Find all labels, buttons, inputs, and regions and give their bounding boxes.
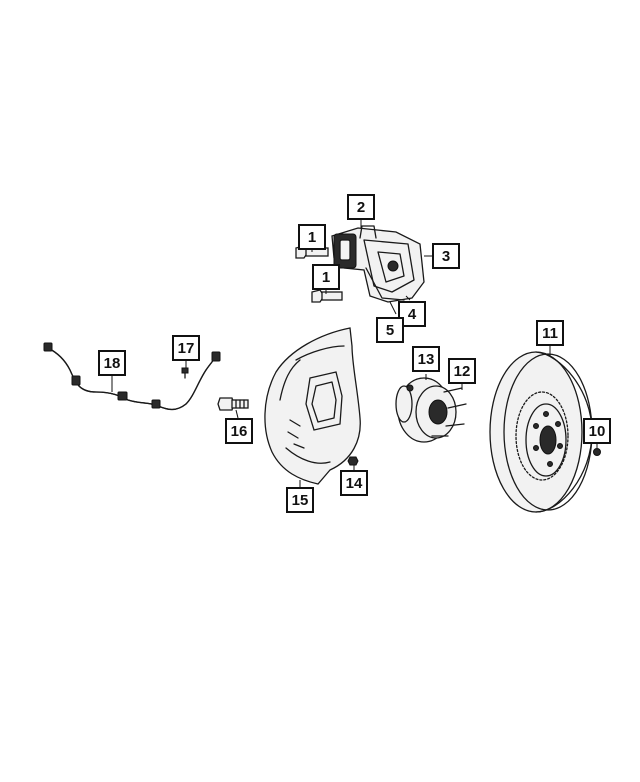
wheel-studs — [431, 387, 467, 437]
callout-14[interactable]: 14 — [340, 470, 368, 496]
shield-bolt — [347, 456, 359, 466]
callout-16[interactable]: 16 — [225, 418, 253, 444]
callout-15[interactable]: 15 — [286, 487, 314, 513]
callout-11[interactable]: 11 — [536, 320, 564, 346]
splash-shield — [264, 327, 361, 485]
callout-4[interactable]: 4 — [398, 301, 426, 327]
brake-rotor — [489, 351, 593, 513]
brake-caliper — [331, 225, 425, 303]
sensor-bolt — [181, 367, 189, 379]
rotor-screw — [593, 448, 601, 456]
callout-2[interactable]: 2 — [347, 194, 375, 220]
callout-18[interactable]: 18 — [98, 350, 126, 376]
callout-1-lower[interactable]: 1 — [312, 264, 340, 290]
callout-12[interactable]: 12 — [448, 358, 476, 384]
hub-bearing — [395, 377, 457, 443]
callout-13[interactable]: 13 — [412, 346, 440, 372]
hub-bolt — [217, 397, 249, 411]
callout-1-upper[interactable]: 1 — [298, 224, 326, 250]
callout-3[interactable]: 3 — [432, 243, 460, 269]
wheel-speed-sensor — [43, 342, 221, 411]
callout-17[interactable]: 17 — [172, 335, 200, 361]
callout-5[interactable]: 5 — [376, 317, 404, 343]
callout-10[interactable]: 10 — [583, 418, 611, 444]
